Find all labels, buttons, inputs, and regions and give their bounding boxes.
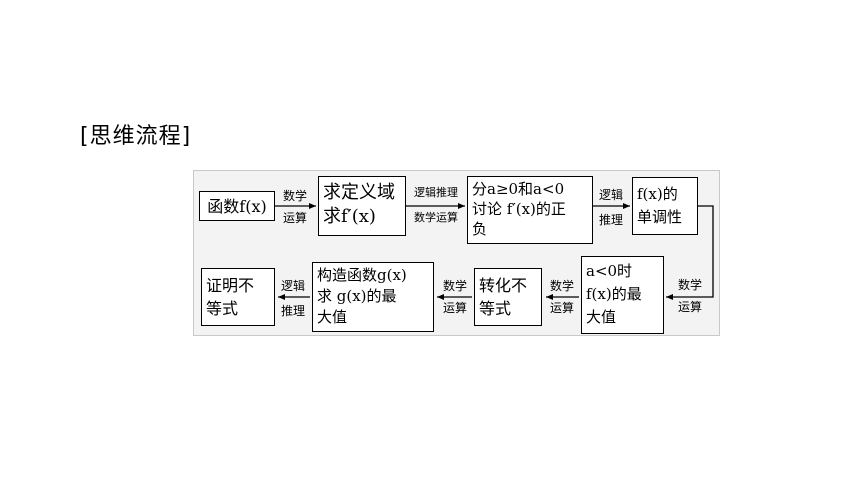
box-function: 函数f(x) — [199, 191, 275, 221]
box-discuss-sign: 分a≥0和a<0 讨论 f′(x)的正 负 — [467, 176, 593, 244]
box-discuss-sign-line-2: 讨论 f′(x)的正 — [472, 200, 566, 218]
section-heading: [思维流程] — [80, 124, 192, 149]
box-construct-g: 构造函数g(x) 求 g(x)的最 大值 — [312, 262, 434, 332]
box-construct-g-line-1: 构造函数g(x) — [317, 266, 407, 284]
arrow-3-label-top: 逻辑 — [598, 188, 624, 202]
box-max-value-line-2: f(x)的最 — [586, 285, 642, 303]
box-discuss-sign-line-1: 分a≥0和a<0 — [472, 180, 565, 198]
box-construct-g-line-2: 求 g(x)的最 — [317, 287, 397, 305]
box-monotonicity-line-1: f(x)的 — [637, 185, 678, 203]
box-max-value-line-1: a<0时 — [586, 262, 633, 280]
arrow-6-label-bottom: 运算 — [442, 301, 468, 315]
box-transform-inequality-line-2: 等式 — [479, 299, 512, 318]
arrow-2-label-bottom: 数学运算 — [414, 211, 458, 224]
box-domain-derivative: 求定义域 求f′(x) — [318, 176, 406, 236]
arrow-7-label-top: 逻辑 — [280, 279, 306, 293]
arrow-1-label-top: 数学 — [282, 189, 308, 203]
box-prove-inequality-line-2: 等式 — [206, 299, 239, 318]
arrow-6-label-top: 数学 — [442, 279, 468, 293]
arrow-5-label-bottom: 运算 — [549, 301, 575, 315]
arrow-5-label-top: 数学 — [549, 279, 575, 293]
arrow-4-label-top: 数学 — [677, 278, 703, 292]
box-max-value: a<0时 f(x)的最 大值 — [581, 256, 664, 334]
box-domain-derivative-line-1: 求定义域 — [323, 182, 395, 203]
box-discuss-sign-line-3: 负 — [472, 220, 488, 238]
box-max-value-line-3: 大值 — [586, 308, 617, 326]
box-monotonicity-line-2: 单调性 — [637, 208, 683, 226]
box-prove-inequality-line-1: 证明不 — [206, 276, 255, 295]
box-function-line-1: 函数f(x) — [207, 196, 267, 216]
box-monotonicity: f(x)的 单调性 — [632, 177, 698, 235]
arrow-3-label-bottom: 推理 — [598, 213, 624, 227]
box-transform-inequality-line-1: 转化不 — [479, 276, 528, 295]
arrow-4 — [666, 205, 714, 300]
arrow-1-label-bottom: 运算 — [282, 211, 308, 225]
arrow-7-label-bottom: 推理 — [280, 304, 306, 318]
box-domain-derivative-line-2: 求f′(x) — [323, 206, 376, 227]
box-transform-inequality: 转化不 等式 — [474, 268, 542, 326]
box-construct-g-line-3: 大值 — [317, 308, 348, 326]
arrow-4-label-bottom: 运算 — [677, 300, 703, 314]
box-prove-inequality: 证明不 等式 — [201, 268, 275, 326]
arrow-2-label-top: 逻辑推理 — [414, 186, 458, 199]
